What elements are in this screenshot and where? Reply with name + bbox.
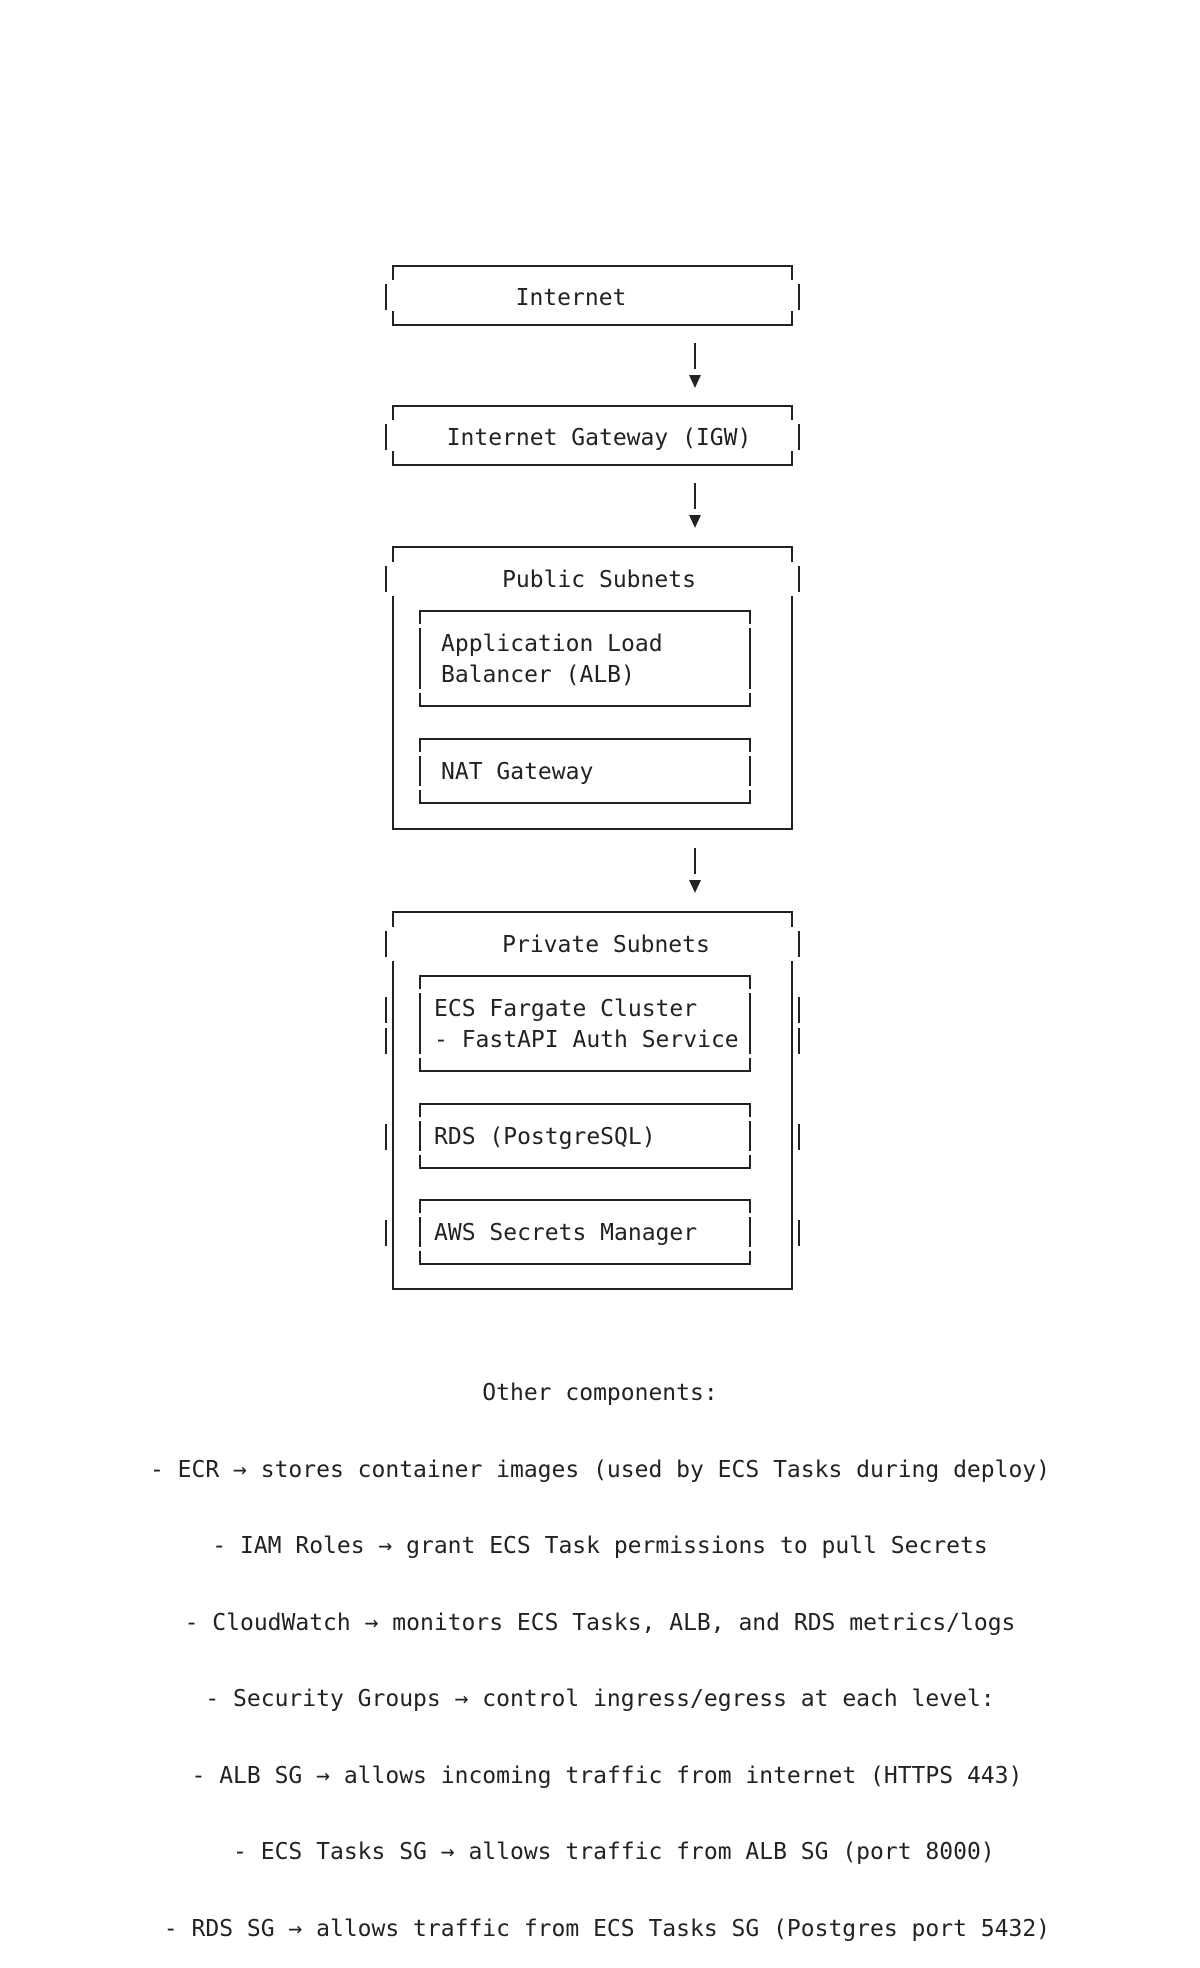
alb-node: Application Load Balancer (ALB) [419, 610, 751, 707]
note-item-iam-roles: - IAM Roles → grant ECS Task permissions… [212, 1533, 988, 1559]
igw-label: Internet Gateway (IGW) [447, 425, 752, 451]
note-item-ecs-tasks-sg: - ECS Tasks SG → allows traffic from ALB… [205, 1839, 995, 1865]
arrow-down-icon [689, 375, 701, 388]
alb-label-line1: Application Load [441, 631, 663, 657]
rds-node: RDS (PostgreSQL) [385, 1103, 800, 1169]
rds-label: RDS (PostgreSQL) [434, 1124, 656, 1150]
ecs-label-line2: - FastAPI Auth Service [434, 1027, 739, 1053]
note-item-cloudwatch: - CloudWatch → monitors ECS Tasks, ALB, … [184, 1609, 1016, 1636]
arrow-down-icon [689, 880, 701, 893]
ecs-label-line1: ECS Fargate Cluster [434, 996, 697, 1022]
other-components-notes: Other components: - ECR → stores contain… [0, 1330, 1200, 1968]
secrets-manager-label: AWS Secrets Manager [434, 1220, 697, 1246]
arrow-internet-to-igw [689, 343, 701, 388]
public-subnets-container: Public Subnets Application Load Balancer… [385, 546, 800, 830]
arrow-down-icon [689, 515, 701, 528]
arrow-public-to-private [689, 848, 701, 893]
private-subnets-container: Private Subnets ECS Fargate Cluster - Fa… [385, 911, 800, 1290]
note-item-security-groups: - Security Groups → control ingress/egre… [205, 1686, 995, 1712]
private-subnets-title: Private Subnets [502, 932, 710, 958]
note-item-alb-sg: - ALB SG → allows incoming traffic from … [177, 1762, 1023, 1789]
nat-gateway-label: NAT Gateway [441, 759, 593, 785]
note-item-rds-sg: - RDS SG → allows traffic from ECS Tasks… [149, 1915, 1051, 1942]
internet-node: Internet [385, 265, 800, 326]
ecs-fargate-node: ECS Fargate Cluster - FastAPI Auth Servi… [385, 975, 800, 1072]
secrets-manager-node: AWS Secrets Manager [385, 1199, 800, 1265]
note-item-ecr: - ECR → stores container images (used by… [149, 1456, 1051, 1483]
internet-label: Internet [516, 285, 627, 311]
nat-gateway-node: NAT Gateway [419, 738, 751, 804]
notes-heading: Other components: [482, 1380, 718, 1406]
alb-label-line2: Balancer (ALB) [441, 662, 635, 688]
architecture-diagram: Internet Internet Gateway (IGW) Public S… [385, 265, 800, 1290]
internet-gateway-node: Internet Gateway (IGW) [385, 405, 800, 466]
arrow-igw-to-public [689, 483, 701, 528]
public-subnets-title: Public Subnets [502, 567, 696, 593]
